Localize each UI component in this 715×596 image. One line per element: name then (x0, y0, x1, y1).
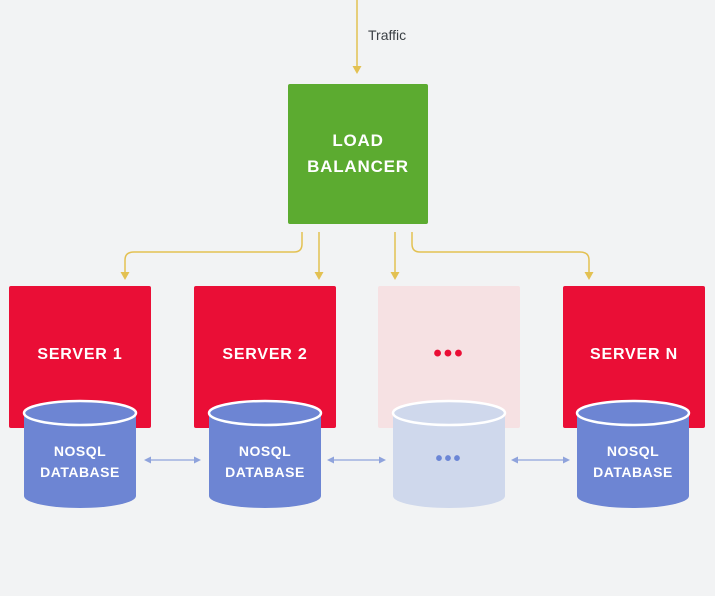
database-cylinder-1 (22, 399, 138, 508)
server-label: SERVER N (590, 346, 678, 363)
database-cylinder-2 (207, 399, 323, 508)
ellipsis-icon: ••• (433, 340, 465, 367)
database-1-label: NOSQL DATABASE (24, 441, 136, 483)
database-label-line-2: DATABASE (40, 464, 120, 480)
arrowhead-server-n (584, 272, 594, 280)
database-cylinder-n (575, 399, 691, 508)
load-balancer: LOAD BALANCER (288, 84, 428, 224)
load-balancer-label-line-1: LOAD (332, 131, 384, 150)
database-cylinder-placeholder (391, 399, 507, 508)
arrowhead-server-3 (390, 272, 400, 280)
server-n: SERVER N (563, 286, 705, 428)
ellipsis-icon: ••• (435, 448, 463, 470)
database-placeholder-label: ••• (393, 449, 505, 470)
database-n-label: NOSQL DATABASE (577, 441, 689, 483)
database-label-line-1: NOSQL (53, 443, 107, 459)
sync-arrow-2-3 (327, 456, 386, 464)
traffic-arrowhead (352, 66, 362, 74)
arrowhead-server-1 (120, 272, 130, 280)
database-2-label: NOSQL DATABASE (209, 441, 321, 483)
sync-arrow-3-n (511, 456, 570, 464)
load-balancer-label-line-2: BALANCER (307, 157, 409, 176)
traffic-label: Traffic (368, 27, 407, 43)
database-label-line-1: NOSQL (606, 443, 660, 459)
server-label: SERVER 2 (222, 346, 308, 363)
arrow-lb-to-server-n (411, 232, 590, 272)
database-label-line-2: DATABASE (225, 464, 305, 480)
server-label: SERVER 1 (37, 346, 123, 363)
sync-arrow-1-2 (144, 456, 201, 464)
database-label-line-2: DATABASE (593, 464, 673, 480)
database-label-line-1: NOSQL (238, 443, 292, 459)
arrowhead-server-2 (314, 272, 324, 280)
arrow-lb-to-server-1 (124, 232, 303, 272)
